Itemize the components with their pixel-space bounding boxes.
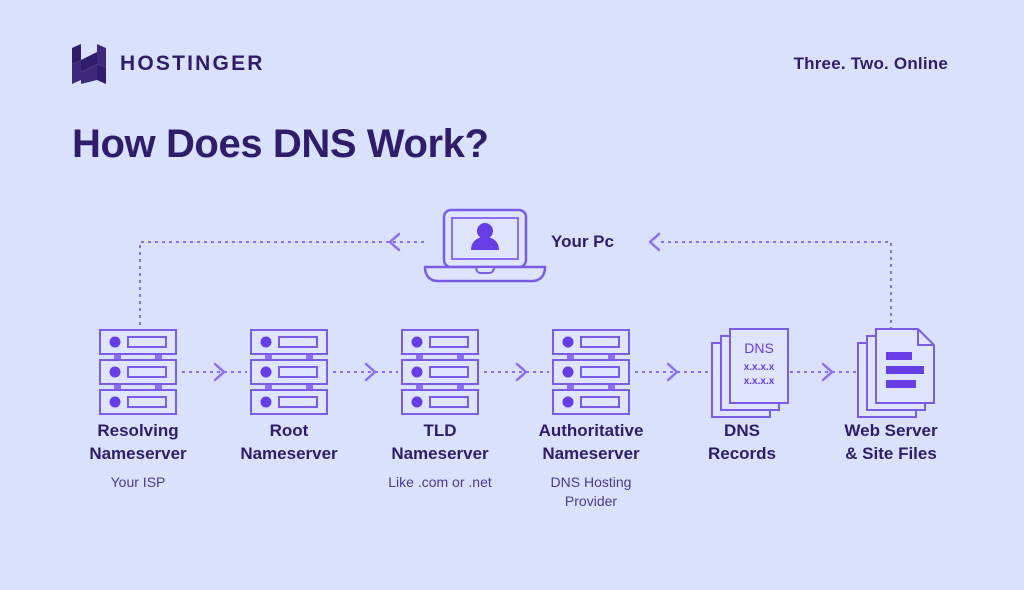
return-path-to-resolver [139, 232, 424, 330]
dns-card-line2: x.x.x.x [744, 376, 775, 387]
node-label-dns-records: DNS Records [647, 420, 837, 473]
node-title: Root Nameserver [240, 421, 338, 463]
node-subtitle: Like .com or .net [388, 473, 492, 490]
client-label: Your Pc [551, 232, 614, 251]
node-title: TLD Nameserver [391, 421, 489, 463]
node-label-web-server: Web Server & Site Files [796, 420, 986, 473]
web-files-icon [857, 328, 935, 418]
forward-arrow-3 [484, 362, 549, 382]
forward-arrow-5 [790, 362, 856, 382]
dns-flow-diagram: DNS x.x.x.x x.x.x.x [99, 208, 935, 418]
tagline: Three. Two. Online [793, 54, 948, 73]
node-title: Authoritative Nameserver [538, 421, 644, 463]
forward-arrow-2 [333, 362, 398, 382]
hostinger-h-logo-icon [72, 44, 106, 84]
node-title: Resolving Nameserver [89, 421, 187, 463]
dns-records-icon: DNS x.x.x.x x.x.x.x [711, 328, 789, 418]
dns-card-line1: x.x.x.x [744, 362, 775, 373]
node-label-root-nameserver: Root Nameserver [194, 420, 384, 473]
forward-arrow-1 [182, 362, 247, 382]
node-label-tld-nameserver: TLD Nameserver Like .com or .net [345, 420, 535, 492]
forward-arrow-4 [635, 362, 708, 382]
node-title: Web Server & Site Files [844, 421, 938, 463]
node-label-authoritative-nameserver: Authoritative Nameserver DNS Hosting Pro… [496, 420, 686, 511]
return-path-to-pc [648, 232, 892, 330]
node-title: DNS Records [707, 421, 777, 463]
node-subtitle: Your ISP [110, 473, 166, 490]
laptop-user-icon [423, 208, 547, 283]
page-title: How Does DNS Work? [72, 122, 489, 166]
dns-card-heading: DNS [744, 340, 774, 356]
node-label-resolving-nameserver: Resolving Nameserver Your ISP [43, 420, 233, 492]
server-rack-icon-resolving [99, 329, 177, 415]
node-subtitle: DNS Hosting Provider [550, 473, 632, 509]
node-labels: Resolving Nameserver Your ISP Root Names… [0, 420, 1024, 550]
brand-logo: HOSTINGER [72, 44, 265, 84]
server-rack-icon-root [250, 329, 328, 415]
brand-name: HOSTINGER [120, 52, 265, 75]
server-rack-icon-authoritative [552, 329, 630, 415]
server-rack-icon-tld [401, 329, 479, 415]
